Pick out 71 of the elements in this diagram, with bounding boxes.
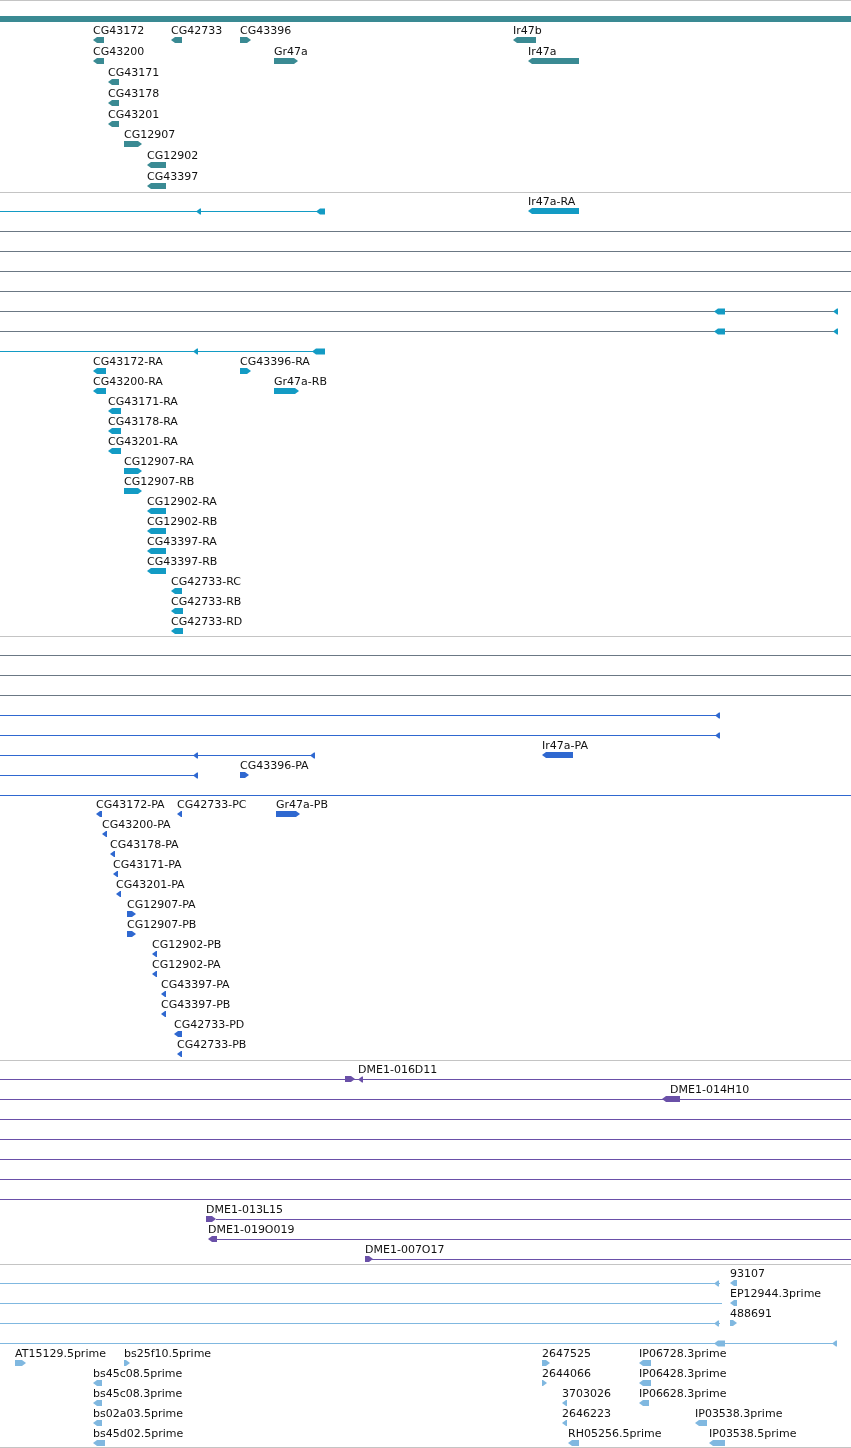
feature-label: 2644066 <box>542 1367 591 1380</box>
feature-label: bs25f10.5prime <box>124 1347 212 1360</box>
feature-label: bs45d02.5prime <box>93 1427 184 1440</box>
feature-label: CG42733-PC <box>177 798 247 811</box>
feature-label: CG43171 <box>108 66 160 79</box>
feature-label: CG43396 <box>240 24 292 37</box>
feature-label: CG42733 <box>171 24 223 37</box>
feature-label: CG43172-PA <box>96 798 165 811</box>
feature-label: CG43172-RA <box>93 355 163 368</box>
feature-label: CG43397-PA <box>161 978 230 991</box>
feature-label: IP06428.3prime <box>639 1367 727 1380</box>
feature-label: Ir47a-PA <box>542 739 588 752</box>
feature-label: CG12902 <box>147 149 199 162</box>
feature-label: CG43178-RA <box>108 415 178 428</box>
feature-label: CG43396-PA <box>240 759 309 772</box>
feature-label: bs02a03.5prime <box>93 1407 183 1420</box>
feature-label: CG43397-RA <box>147 535 217 548</box>
feature-label: 488691 <box>730 1307 772 1320</box>
feature-label: CG43396-RA <box>240 355 310 368</box>
feature-label: Ir47a-RA <box>528 195 576 208</box>
feature-label: 3703026 <box>562 1387 611 1400</box>
feature-label: CG42733-RB <box>171 595 242 608</box>
feature-label: 2646223 <box>562 1407 611 1420</box>
feature-label: CG42733-PB <box>177 1038 247 1051</box>
feature-label: IP03538.3prime <box>695 1407 783 1420</box>
feature-label: DME1-016D11 <box>358 1063 438 1076</box>
feature-label: CG12902-RB <box>147 515 218 528</box>
feature-label: Gr47a <box>274 45 308 58</box>
feature-label: CG12907-RA <box>124 455 194 468</box>
feature-label: CG12907-PB <box>127 918 197 931</box>
feature-label: CG43178 <box>108 87 160 100</box>
feature-label: CG43201 <box>108 108 160 121</box>
feature-label: CG43178-PA <box>110 838 179 851</box>
feature-label: CG42733-RD <box>171 615 243 628</box>
feature-label: bs45c08.5prime <box>93 1367 183 1380</box>
feature-label: CG43397 <box>147 170 199 183</box>
feature-label: CG43200 <box>93 45 145 58</box>
feature-label: CG12907-PA <box>127 898 196 911</box>
feature-label: CG43171-PA <box>113 858 182 871</box>
feature-label: DME1-007O17 <box>365 1243 445 1256</box>
feature-label: IP06728.3prime <box>639 1347 727 1360</box>
feature-label: Gr47a-PB <box>276 798 328 811</box>
feature-label: DME1-019O019 <box>208 1223 295 1236</box>
feature-label: CG43200-PA <box>102 818 171 831</box>
feature-label: 93107 <box>730 1267 765 1280</box>
feature-label: CG43201-RA <box>108 435 178 448</box>
feature-label: EP12944.3prime <box>730 1287 822 1300</box>
feature-label: CG42733-PD <box>174 1018 245 1031</box>
feature-label: CG43171-RA <box>108 395 178 408</box>
feature-label: CG43200-RA <box>93 375 163 388</box>
feature-label: CG43397-RB <box>147 555 218 568</box>
feature-label: AT15129.5prime <box>15 1347 106 1360</box>
feature-label: 2647525 <box>542 1347 591 1360</box>
feature-label: CG12907 <box>124 128 176 141</box>
feature-label: bs45c08.3prime <box>93 1387 183 1400</box>
feature-label: CG12902-RA <box>147 495 217 508</box>
feature-label: DME1-014H10 <box>670 1083 750 1096</box>
feature-label: IP06628.3prime <box>639 1387 727 1400</box>
feature-label: CG43201-PA <box>116 878 185 891</box>
feature-label: CG42733-RC <box>171 575 241 588</box>
feature-label: Ir47b <box>513 24 542 37</box>
feature-label: CG12902-PA <box>152 958 221 971</box>
feature-label: IP03538.5prime <box>709 1427 797 1440</box>
feature-label: Gr47a-RB <box>274 375 327 388</box>
feature-label: CG12902-PB <box>152 938 222 951</box>
feature-label: CG12907-RB <box>124 475 195 488</box>
feature-label: RH05256.5prime <box>568 1427 662 1440</box>
feature-label: CG43397-PB <box>161 998 231 1011</box>
feature-label: DME1-013L15 <box>206 1203 283 1216</box>
feature-label: CG43172 <box>93 24 145 37</box>
feature-label: Ir47a <box>528 45 557 58</box>
